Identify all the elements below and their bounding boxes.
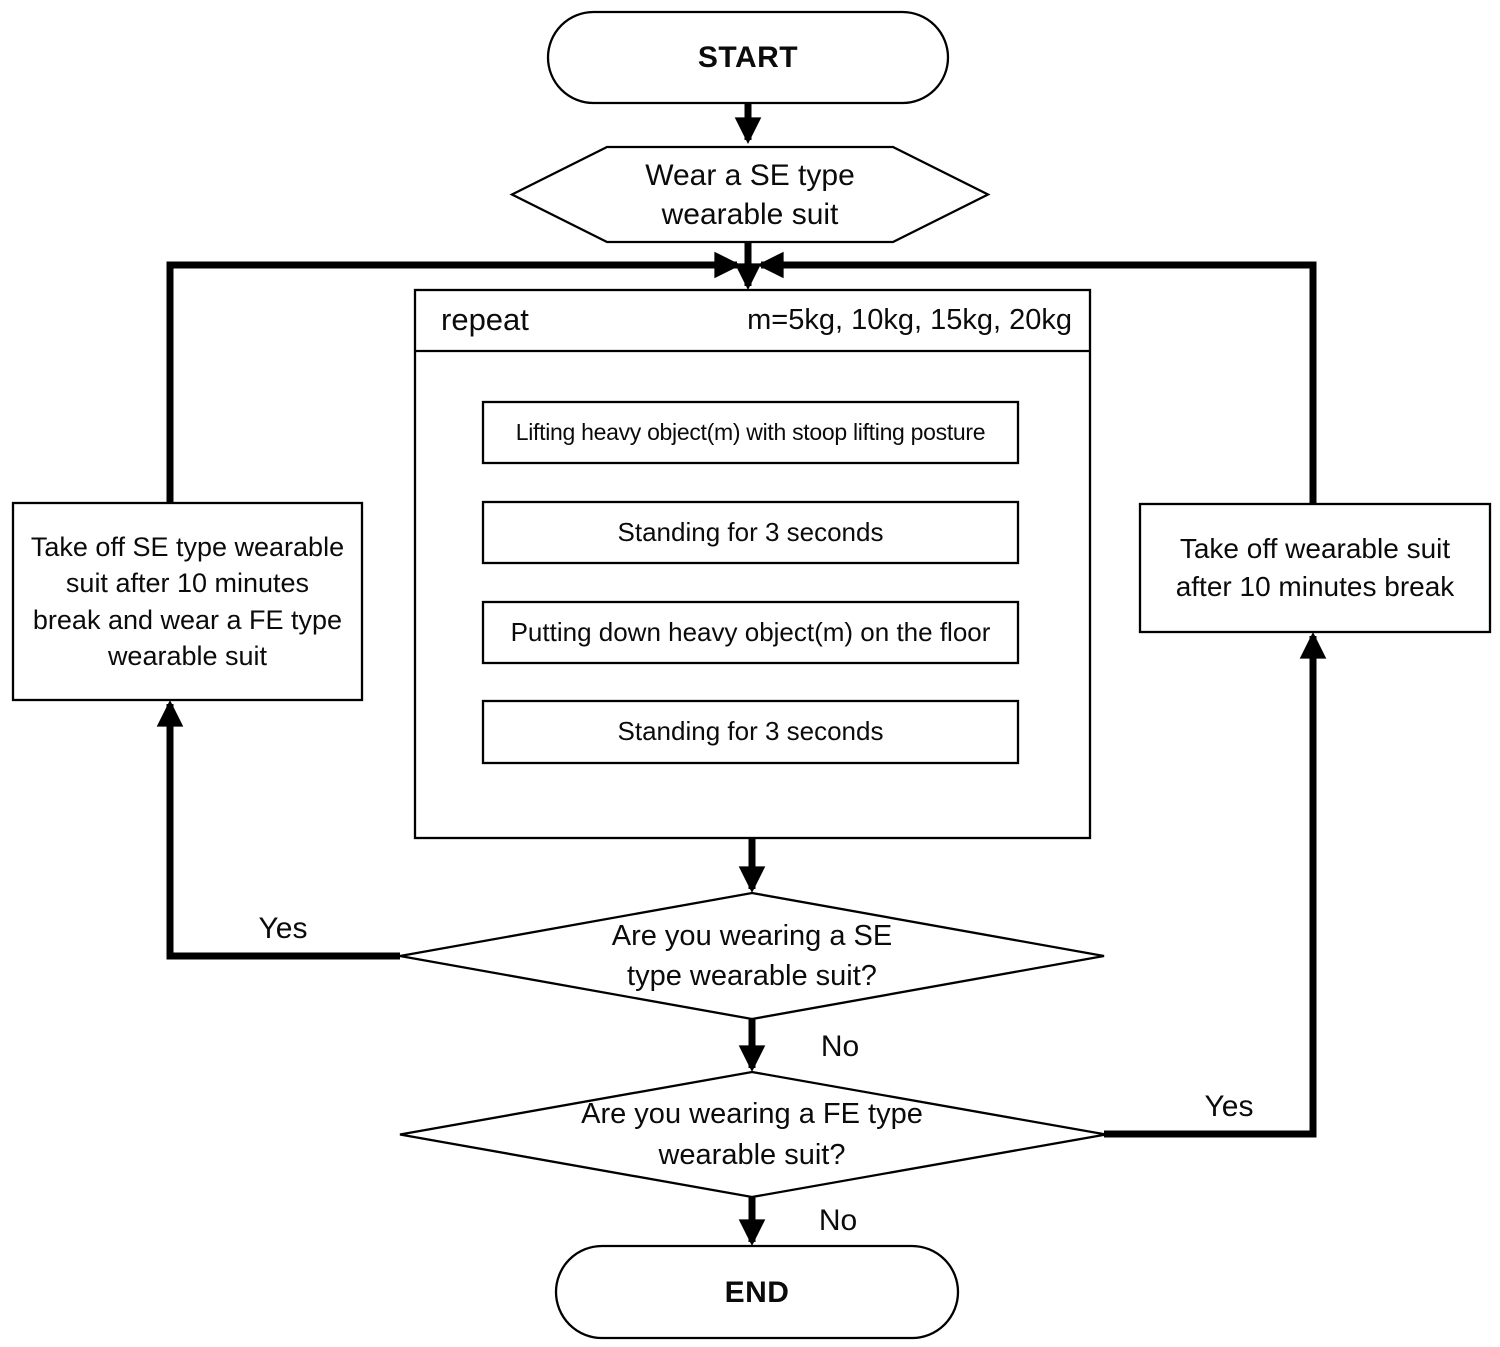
step4-shape (481, 699, 1020, 765)
decision-se-label: Are you wearing a SE type wearable suit? (611, 919, 893, 992)
edge-se-no-label: No (820, 1029, 860, 1063)
step3-shape (481, 600, 1020, 665)
loop-title-label: repeat (441, 302, 529, 338)
start-terminator-shape (546, 10, 950, 105)
end-terminator-shape (554, 1244, 960, 1340)
process-take-off-shape (1138, 502, 1492, 634)
loop-params-label: m=5kg, 10kg, 15kg, 20kg (747, 303, 1072, 336)
step3-label: Putting down heavy object(m) on the floo… (510, 616, 991, 647)
step4-label: Standing for 3 seconds (617, 716, 884, 747)
flowchart-lines (11, 10, 1492, 1340)
prep-hexagon-shape (509, 145, 991, 244)
decision-se-shape (399, 891, 1105, 1021)
edge-left-return (166, 251, 741, 503)
step2-shape (481, 500, 1020, 565)
step1-shape (481, 400, 1020, 465)
edge-fe-yes-label: Yes (1204, 1089, 1254, 1123)
process-switch-to-fe-shape (11, 501, 364, 702)
process-switch-to-fe-label: Take off SE type wearable suit after 10 … (30, 531, 345, 671)
prep-wear-suit-label: Wear a SE type wearable suit (645, 158, 855, 231)
decision-fe-label: Are you wearing a FE type wearable suit? (581, 1098, 923, 1171)
edge-fe-yes (1104, 632, 1327, 1138)
step2-label: Standing for 3 seconds (617, 516, 884, 547)
process-take-off-label: Take off wearable suit after 10 minutes … (1175, 533, 1455, 602)
edge-se-yes (156, 700, 400, 960)
edge-fe-no-label: No (818, 1203, 858, 1237)
start-label: START (697, 41, 799, 74)
edge-se-yes-label: Yes (258, 911, 308, 945)
step1-label: Lifting heavy object(m) with stoop lifti… (515, 418, 986, 445)
end-label: END (724, 1275, 790, 1309)
decision-fe-shape (399, 1070, 1107, 1199)
edge-right-return (757, 251, 1317, 504)
